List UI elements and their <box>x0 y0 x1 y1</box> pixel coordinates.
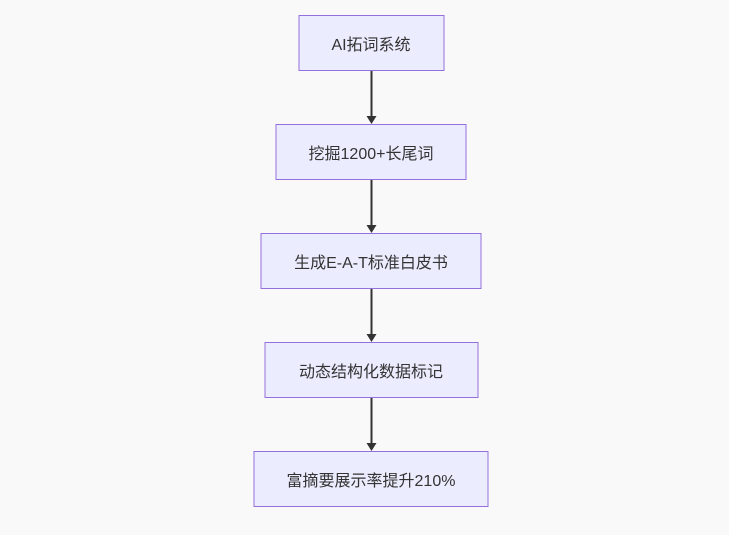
flow-node-5: 富摘要展示率提升210% <box>253 451 489 507</box>
flow-arrow-4 <box>366 398 376 451</box>
arrow-line <box>370 71 372 117</box>
arrowhead-icon <box>366 334 376 342</box>
arrow-line <box>370 398 372 444</box>
arrow-line <box>370 289 372 335</box>
flow-node-2: 挖掘1200+长尾词 <box>275 124 467 180</box>
flow-node-3-label: 生成E-A-T标准白皮书 <box>294 255 448 272</box>
flow-arrow-3 <box>366 289 376 342</box>
arrow-line <box>370 180 372 226</box>
flow-node-4-label: 动态结构化数据标记 <box>298 364 443 381</box>
arrowhead-icon <box>366 116 376 124</box>
flow-node-2-label: 挖掘1200+长尾词 <box>308 146 434 163</box>
arrowhead-icon <box>366 225 376 233</box>
flow-node-1-label: AI拓词系统 <box>331 37 411 54</box>
flow-node-3: 生成E-A-T标准白皮书 <box>260 233 482 289</box>
flow-node-1: AI拓词系统 <box>298 15 444 71</box>
arrowhead-icon <box>366 443 376 451</box>
flowchart: AI拓词系统 挖掘1200+长尾词 生成E-A-T标准白皮书 动态结构化数据标记 <box>253 15 489 507</box>
flow-arrow-2 <box>366 180 376 233</box>
flow-node-4: 动态结构化数据标记 <box>264 342 478 398</box>
flow-arrow-1 <box>366 71 376 124</box>
flow-node-5-label: 富摘要展示率提升210% <box>286 473 456 490</box>
